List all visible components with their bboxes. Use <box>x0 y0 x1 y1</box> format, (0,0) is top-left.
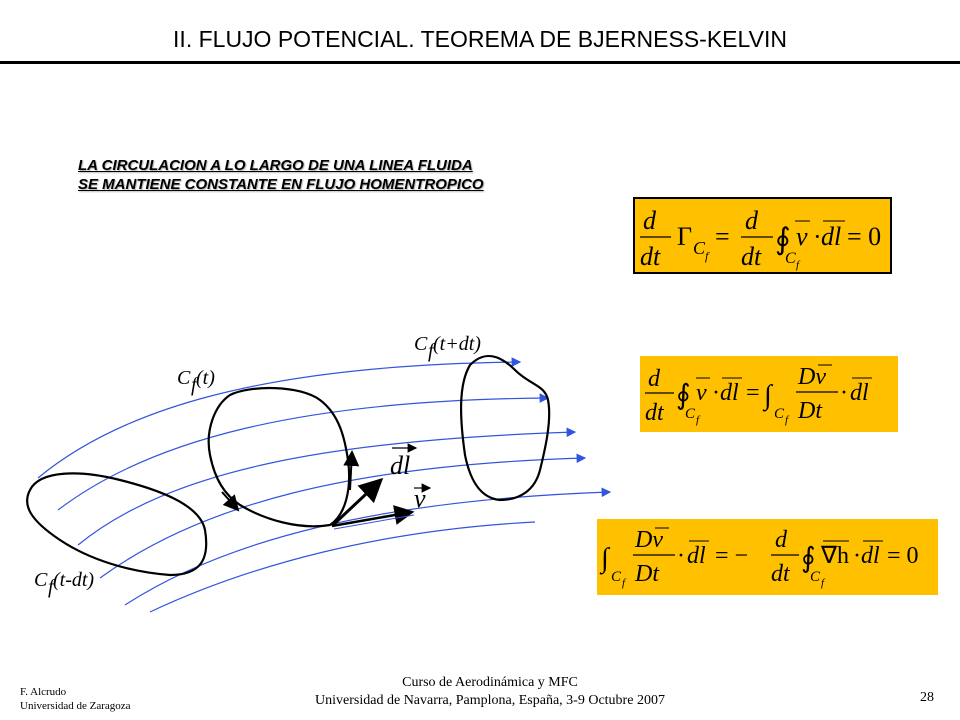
page-number: 28 <box>920 690 934 705</box>
svg-text:f: f <box>191 374 199 396</box>
curve-cf-t-arrow-down <box>221 491 240 512</box>
svg-text:∮: ∮ <box>775 223 791 256</box>
svg-text:(t): (t) <box>196 367 215 389</box>
svg-text:f: f <box>785 414 790 426</box>
curve-cf-t-arrow-up <box>343 450 360 491</box>
svg-text:=: = <box>746 380 760 406</box>
label-cf-t: C f (t) <box>177 367 215 396</box>
svg-text:= −: = − <box>715 543 748 569</box>
streamline-4 <box>99 453 587 579</box>
streamline-3 <box>77 427 577 546</box>
svg-text:dl: dl <box>720 380 739 406</box>
equation-gradient-enthalpy: ∫ C f Dv Dt · dl = − d dt ∮ C f ∇h · dl … <box>597 519 938 595</box>
label-v: v <box>414 483 432 513</box>
label-dl: dl <box>390 443 418 480</box>
svg-text:C: C <box>785 250 796 267</box>
footer-venue: Universidad de Navarra, Pamplona, España… <box>315 693 665 708</box>
svg-text:C: C <box>34 569 48 591</box>
streamline-1 <box>37 357 522 479</box>
svg-text:f: f <box>821 577 826 589</box>
curve-cf-t <box>207 387 351 528</box>
slide-title: II. FLUJO POTENCIAL. TEOREMA DE BJERNESS… <box>173 26 787 52</box>
svg-text:C: C <box>177 367 191 389</box>
svg-text:C: C <box>611 569 622 585</box>
svg-text:f: f <box>48 576 56 598</box>
svg-text:Dt: Dt <box>797 398 823 424</box>
label-cf-t-plus-dt: C f (t+dt) <box>414 333 481 362</box>
footer-author-block: F. Alcrudo Universidad de Zaragoza <box>20 685 131 713</box>
curve-cf-t-plus-dt <box>460 354 551 502</box>
svg-text:C: C <box>810 569 821 585</box>
svg-text:=: = <box>715 222 730 251</box>
svg-text:dl: dl <box>390 451 410 480</box>
streamline-6 <box>149 521 536 613</box>
svg-text:C: C <box>685 406 696 422</box>
svg-text:·: · <box>677 543 685 569</box>
svg-text:∮: ∮ <box>801 543 816 574</box>
svg-text:f: f <box>622 577 627 589</box>
svg-text:f: f <box>696 414 701 426</box>
svg-text:∫: ∫ <box>599 543 611 575</box>
svg-text:= 0: = 0 <box>847 222 881 251</box>
svg-text:v: v <box>796 222 808 251</box>
slide-subtitle: LA CIRCULACION A LO LARGO DE UNA LINEA F… <box>78 156 484 194</box>
svg-text:∇h: ∇h <box>820 543 849 569</box>
svg-text:(t+dt): (t+dt) <box>433 333 481 355</box>
svg-text:C: C <box>414 333 428 355</box>
title-divider <box>0 61 960 64</box>
svg-text:d: d <box>643 206 657 235</box>
streamline-2 <box>57 393 550 511</box>
subtitle-line-2: SE MANTIENE CONSTANTE EN FLUJO HOMENTROP… <box>78 176 484 193</box>
svg-text:dt: dt <box>645 400 665 426</box>
svg-text:Γ: Γ <box>677 222 692 251</box>
svg-text:= 0: = 0 <box>887 543 919 569</box>
svg-text:dl: dl <box>850 380 869 406</box>
svg-text:dt: dt <box>640 242 661 271</box>
vector-v-arrow <box>331 505 415 528</box>
svg-text:d: d <box>745 206 759 235</box>
streamline-5 <box>124 487 612 606</box>
footer-course-block: Curso de Aerodinámica y MFC Universidad … <box>240 674 740 710</box>
svg-text:dl: dl <box>861 543 880 569</box>
svg-text:f: f <box>428 340 436 362</box>
svg-text:∮: ∮ <box>676 380 691 411</box>
svg-text:dt: dt <box>741 242 762 271</box>
curve-cf-t-minus-dt <box>26 472 208 577</box>
footer-course: Curso de Aerodinámica y MFC <box>402 675 578 690</box>
svg-text:dl: dl <box>821 222 841 251</box>
svg-text:∫: ∫ <box>762 380 774 412</box>
svg-text:·: · <box>840 380 848 406</box>
svg-text:C: C <box>774 406 785 422</box>
svg-text:C: C <box>693 238 706 258</box>
svg-text:·: · <box>853 543 861 569</box>
svg-text:d: d <box>648 366 661 392</box>
svg-text:v: v <box>414 484 426 513</box>
footer-author: F. Alcrudo <box>20 686 67 698</box>
svg-text:(t-dt): (t-dt) <box>53 569 94 591</box>
svg-text:·: · <box>813 222 822 251</box>
subtitle-line-1: LA CIRCULACION A LO LARGO DE UNA LINEA F… <box>78 157 473 174</box>
svg-text:Dt: Dt <box>634 561 660 587</box>
svg-text:Dv: Dv <box>634 527 663 553</box>
vector-dl-arrow <box>330 477 384 528</box>
equation-circulation-derivative: d dt Γ C f = d dt ∮ C f v · dl = 0 <box>633 197 892 274</box>
svg-text:d: d <box>775 527 788 553</box>
footer-affiliation: Universidad de Zaragoza <box>20 700 131 712</box>
svg-text:·: · <box>712 380 720 406</box>
svg-text:dt: dt <box>771 561 791 587</box>
svg-text:f: f <box>796 259 801 271</box>
equation-material-derivative: d dt ∮ C f v · dl = ∫ C f Dv Dt · dl <box>640 356 898 432</box>
svg-text:v: v <box>696 380 707 406</box>
svg-text:dl: dl <box>687 543 706 569</box>
svg-text:Dv: Dv <box>797 364 826 390</box>
svg-text:f: f <box>705 249 710 263</box>
label-cf-t-minus-dt: C f (t-dt) <box>34 569 94 598</box>
streamlines <box>37 357 612 613</box>
